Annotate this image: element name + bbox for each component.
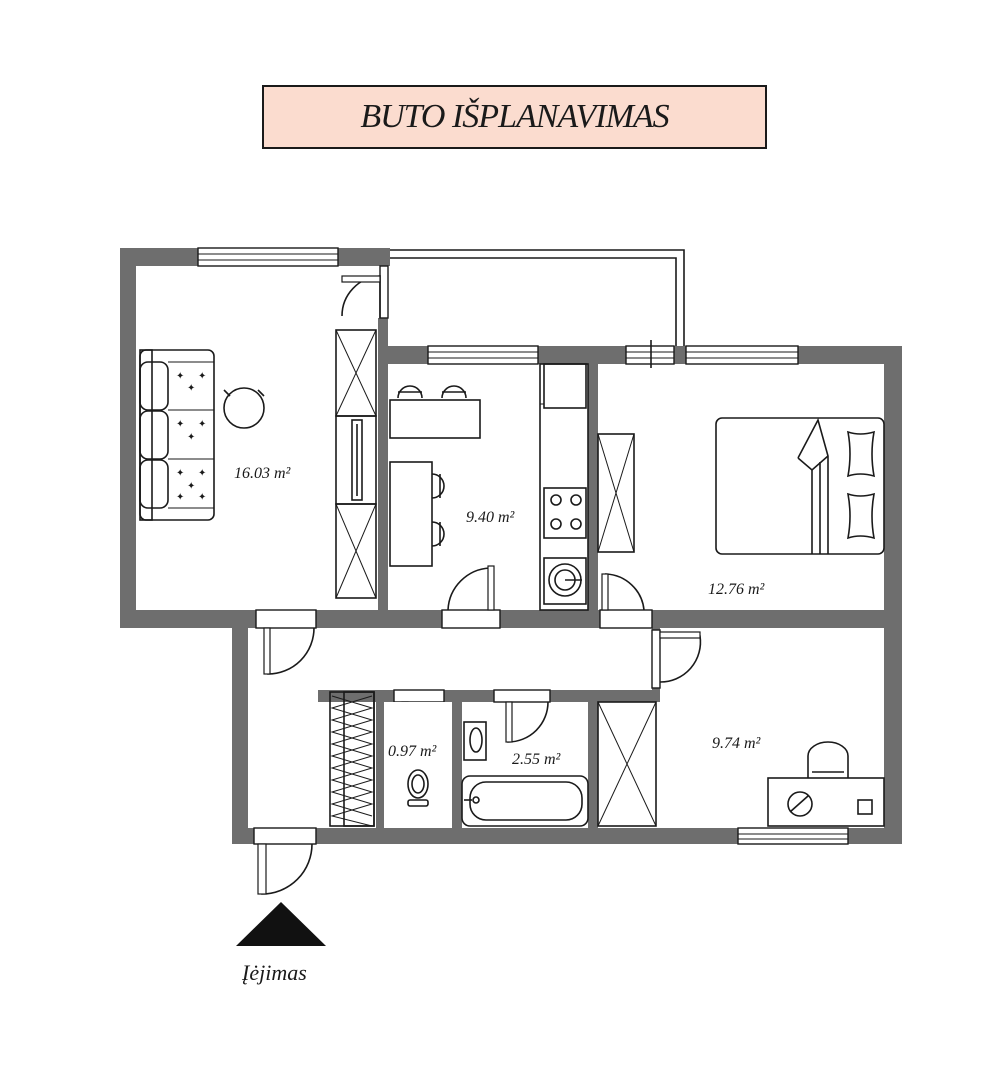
kitchen-counter — [539, 363, 589, 611]
svg-text:✦: ✦ — [176, 468, 184, 479]
title-box: BUTO IŠPLANAVIMAS — [262, 85, 767, 149]
area-label-kitchen: 9.40 m² — [466, 509, 516, 526]
bed — [715, 417, 885, 555]
balcony — [390, 249, 685, 346]
svg-text:✦: ✦ — [187, 432, 195, 443]
round-table — [223, 387, 265, 429]
bathroom-fixtures — [461, 701, 657, 827]
page-title: BUTO IŠPLANAVIMAS — [360, 98, 669, 135]
hall-shelf — [329, 691, 375, 827]
wc-fixtures — [384, 702, 452, 808]
svg-text:✦: ✦ — [198, 371, 206, 382]
living-cabinets — [335, 329, 377, 599]
svg-text:✦: ✦ — [176, 371, 184, 382]
svg-text:✦: ✦ — [176, 419, 184, 430]
svg-text:✦: ✦ — [198, 492, 206, 503]
windows — [197, 247, 849, 845]
entrance-label: Įėjimas — [241, 960, 307, 985]
area-label-room: 9.74 m² — [712, 735, 762, 752]
svg-text:✦: ✦ — [176, 492, 184, 503]
doors — [253, 265, 702, 895]
walls — [120, 248, 902, 844]
kitchen-table — [389, 385, 481, 439]
area-label-wc: 0.97 m² — [388, 743, 438, 760]
wardrobe — [597, 433, 635, 553]
area-label-living: 16.03 m² — [234, 465, 292, 482]
desk-with-chair — [767, 741, 885, 827]
entrance-arrow-icon — [236, 902, 326, 946]
area-label-bathroom: 2.55 m² — [512, 751, 562, 768]
svg-text:✦: ✦ — [187, 481, 195, 492]
area-label-bedroom: 12.76 m² — [708, 581, 766, 598]
svg-text:✦: ✦ — [198, 468, 206, 479]
sofa: ✦✦ ✦ ✦✦ ✦ ✦✦ ✦✦✦ — [139, 349, 215, 521]
svg-text:✦: ✦ — [198, 419, 206, 430]
kitchen-desk — [389, 461, 445, 567]
svg-text:✦: ✦ — [187, 383, 195, 394]
